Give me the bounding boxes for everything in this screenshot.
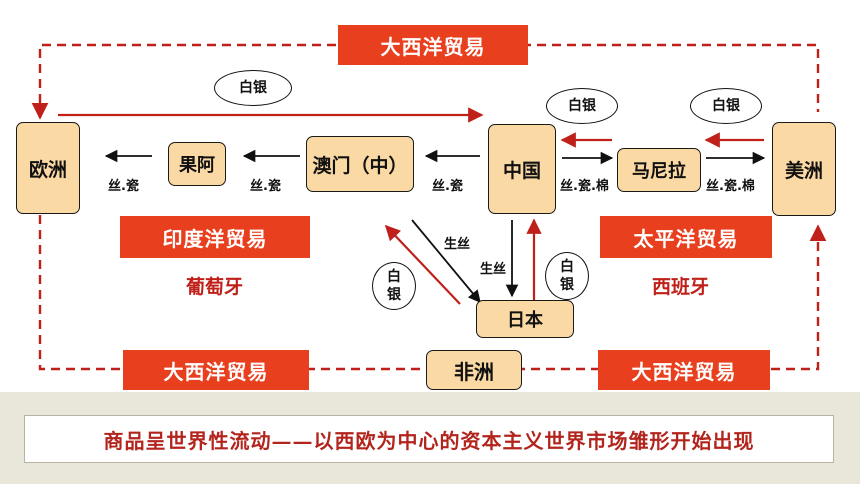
node-manila: 马尼拉 xyxy=(617,148,701,192)
goods-macau-to-goa: 丝.瓷 xyxy=(250,179,281,194)
silver-label-americas-manila: 白银 xyxy=(690,88,762,124)
node-africa: 非洲 xyxy=(426,350,522,390)
node-europe: 欧洲 xyxy=(16,122,80,214)
silver-label-manila-china: 白银 xyxy=(546,88,618,124)
goods-china-to-macau: 丝.瓷 xyxy=(432,179,463,194)
node-china: 中国 xyxy=(488,124,556,214)
conclusion-text: 商品呈世界性流动——以西欧为中心的资本主义世界市场雏形开始出现 xyxy=(24,415,834,463)
goods-manila-to-americas: 丝.瓷.棉 xyxy=(706,179,755,194)
power-portugal: 葡萄牙 xyxy=(186,276,244,298)
power-spain: 西班牙 xyxy=(652,276,710,298)
banner-indian-ocean: 印度洋贸易 xyxy=(120,216,310,258)
atlantic-loop-top xyxy=(31,43,820,120)
goods-raw-silk-china-japan: 生丝 xyxy=(480,262,507,277)
node-goa: 果阿 xyxy=(168,142,226,186)
arrow-silver-japan-to-macau xyxy=(384,224,461,305)
banner-pacific: 太平洋贸易 xyxy=(600,216,772,258)
silver-label-japan-china: 白 银 xyxy=(545,252,589,300)
silver-label-europe-route: 白银 xyxy=(214,70,292,106)
banner-atlantic-top: 大西洋贸易 xyxy=(338,25,528,65)
goods-raw-silk-macau-japan: 生丝 xyxy=(444,237,471,252)
node-macau: 澳门（中） xyxy=(306,136,414,192)
goods-china-to-manila: 丝.瓷.棉 xyxy=(560,179,609,194)
silver-label-japan-macau: 白 银 xyxy=(372,262,416,310)
goods-goa-to-europe: 丝.瓷 xyxy=(108,179,139,194)
node-americas: 美洲 xyxy=(772,122,836,216)
node-japan: 日本 xyxy=(476,300,574,338)
arrow-raw-silk-macau-to-japan xyxy=(411,219,481,303)
banner-atlantic-bottom-right: 大西洋贸易 xyxy=(598,350,770,390)
banner-atlantic-bottom-left: 大西洋贸易 xyxy=(123,350,309,390)
